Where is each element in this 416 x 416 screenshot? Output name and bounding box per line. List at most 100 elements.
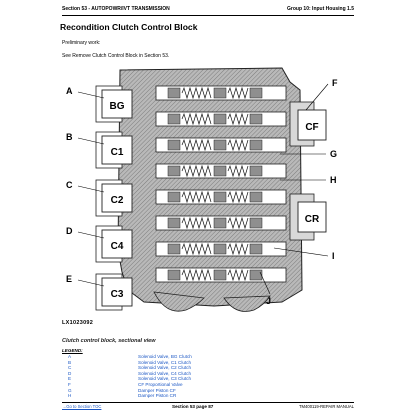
spool-land — [249, 217, 263, 229]
legend-key: F — [68, 381, 71, 387]
solenoid-label: C3 — [111, 289, 124, 300]
spool-land — [249, 269, 263, 281]
box-label-cf: CF — [305, 122, 318, 133]
spool-land — [213, 191, 227, 203]
solenoid-label: C1 — [111, 147, 124, 158]
solenoid-box — [101, 277, 133, 307]
page-header: Section 53 - AUTOPOWR/IVT TRANSMISSION G… — [62, 6, 354, 16]
spool-land — [213, 165, 227, 177]
solenoid-label: C2 — [111, 195, 124, 206]
spool-land — [167, 87, 181, 99]
header-group: Group 10: Input Housing 1.5 — [287, 6, 354, 12]
solenoid-box — [101, 229, 133, 259]
legend-value: CF Proportional Valve — [138, 381, 183, 387]
valve-spring — [227, 164, 249, 178]
legend-key: B — [68, 359, 72, 365]
legend-value: Damper Piston CF — [138, 387, 176, 393]
spool-land — [167, 113, 181, 125]
valve-spring — [181, 112, 212, 126]
footer-rule — [62, 402, 354, 403]
box-label-cr: CR — [305, 214, 320, 225]
legend-row: A Solenoid Valve, BG Clutch — [62, 354, 322, 360]
legend-value: Damper Piston CR — [138, 393, 177, 399]
spool-land — [249, 243, 263, 255]
valve-spring — [227, 138, 249, 152]
valve-spring — [181, 86, 212, 100]
callout-leader — [77, 185, 105, 193]
valve-spring — [181, 268, 212, 282]
legend-key: D — [68, 370, 72, 376]
spool-land — [213, 269, 227, 281]
figure-caption: Clutch control block, sectional view — [62, 338, 156, 344]
valve-bores — [155, 85, 287, 283]
left-callout: B — [66, 132, 73, 142]
right-callouts: F G H I J — [259, 78, 338, 306]
page-footer: →Go to Section TOC Section 53 page 87 TM… — [62, 402, 354, 412]
spool-land — [167, 269, 181, 281]
spool-land — [249, 191, 263, 203]
left-solenoid: C4 D — [66, 225, 133, 263]
solenoid-label: C4 — [111, 241, 124, 252]
solenoid-label: BG — [110, 101, 125, 112]
valve-spring — [181, 190, 212, 204]
left-solenoid: BG A — [66, 85, 133, 123]
spool-land — [167, 165, 181, 177]
legend-row: F CF Proportional Valve — [62, 382, 322, 388]
spool-land — [249, 113, 263, 125]
callout-leader — [77, 91, 105, 99]
valve-spring — [181, 164, 212, 178]
legend-key: C — [68, 365, 72, 371]
valve-spring — [181, 242, 212, 256]
valve-spring — [227, 190, 249, 204]
left-callout: C — [66, 180, 73, 190]
spool-land — [249, 139, 263, 151]
solenoid-box — [101, 183, 133, 213]
left-solenoid: C3E — [66, 273, 133, 311]
figure-id: LX1023092 — [62, 320, 94, 326]
spool-land — [213, 139, 227, 151]
callout-f: F — [332, 78, 338, 88]
legend-key: G — [68, 387, 72, 393]
header-rule — [62, 15, 354, 16]
solenoid-box — [101, 89, 133, 119]
spool-land — [167, 191, 181, 203]
legend-key: E — [68, 376, 72, 382]
spool-land — [167, 139, 181, 151]
left-solenoid: C1 B — [66, 131, 133, 169]
legend-value: Solenoid Valve, BG Clutch — [138, 354, 192, 359]
left-callout: A — [66, 86, 73, 96]
page-title: Recondition Clutch Control Block — [60, 22, 198, 32]
legend-value: Solenoid Valve, C4 Clutch — [138, 370, 192, 376]
solenoid-box — [101, 135, 133, 165]
legend-key: H — [68, 393, 72, 399]
valve-spring — [227, 268, 249, 282]
spool-land — [213, 217, 227, 229]
legend-row: C Solenoid Valve, C2 Clutch — [62, 365, 322, 371]
right-box-cr: CR — [297, 201, 327, 233]
right-box-cf: CF — [297, 109, 327, 141]
legend-value: Solenoid Valve, C2 Clutch — [138, 365, 192, 371]
legend-value: Solenoid Valve, C1 Clutch — [138, 359, 192, 365]
preliminary-work: Preliminary work: — [62, 40, 101, 46]
valve-spring — [227, 216, 249, 230]
valve-spring — [227, 112, 249, 126]
footer-manual: TM400119-REPAIR MANUAL — [299, 404, 354, 409]
legend-row: H Damper Piston CR — [62, 393, 322, 399]
callout-j: J — [266, 296, 271, 306]
callout-h: H — [330, 175, 337, 185]
footer-page: Section 53 page 87 — [172, 404, 214, 409]
spool-land — [249, 87, 263, 99]
valve-spring — [227, 242, 249, 256]
toc-link[interactable]: →Go to Section TOC — [62, 404, 102, 409]
left-callout: D — [66, 226, 73, 236]
legend-key: A — [68, 354, 72, 359]
spool-land — [167, 217, 181, 229]
legend-row: G Damper Piston CF — [62, 388, 322, 394]
spool-land — [213, 243, 227, 255]
spool-land — [213, 113, 227, 125]
see-remove-reference: See Remove Clutch Control Block in Secti… — [62, 53, 170, 59]
valve-spring — [181, 216, 212, 230]
